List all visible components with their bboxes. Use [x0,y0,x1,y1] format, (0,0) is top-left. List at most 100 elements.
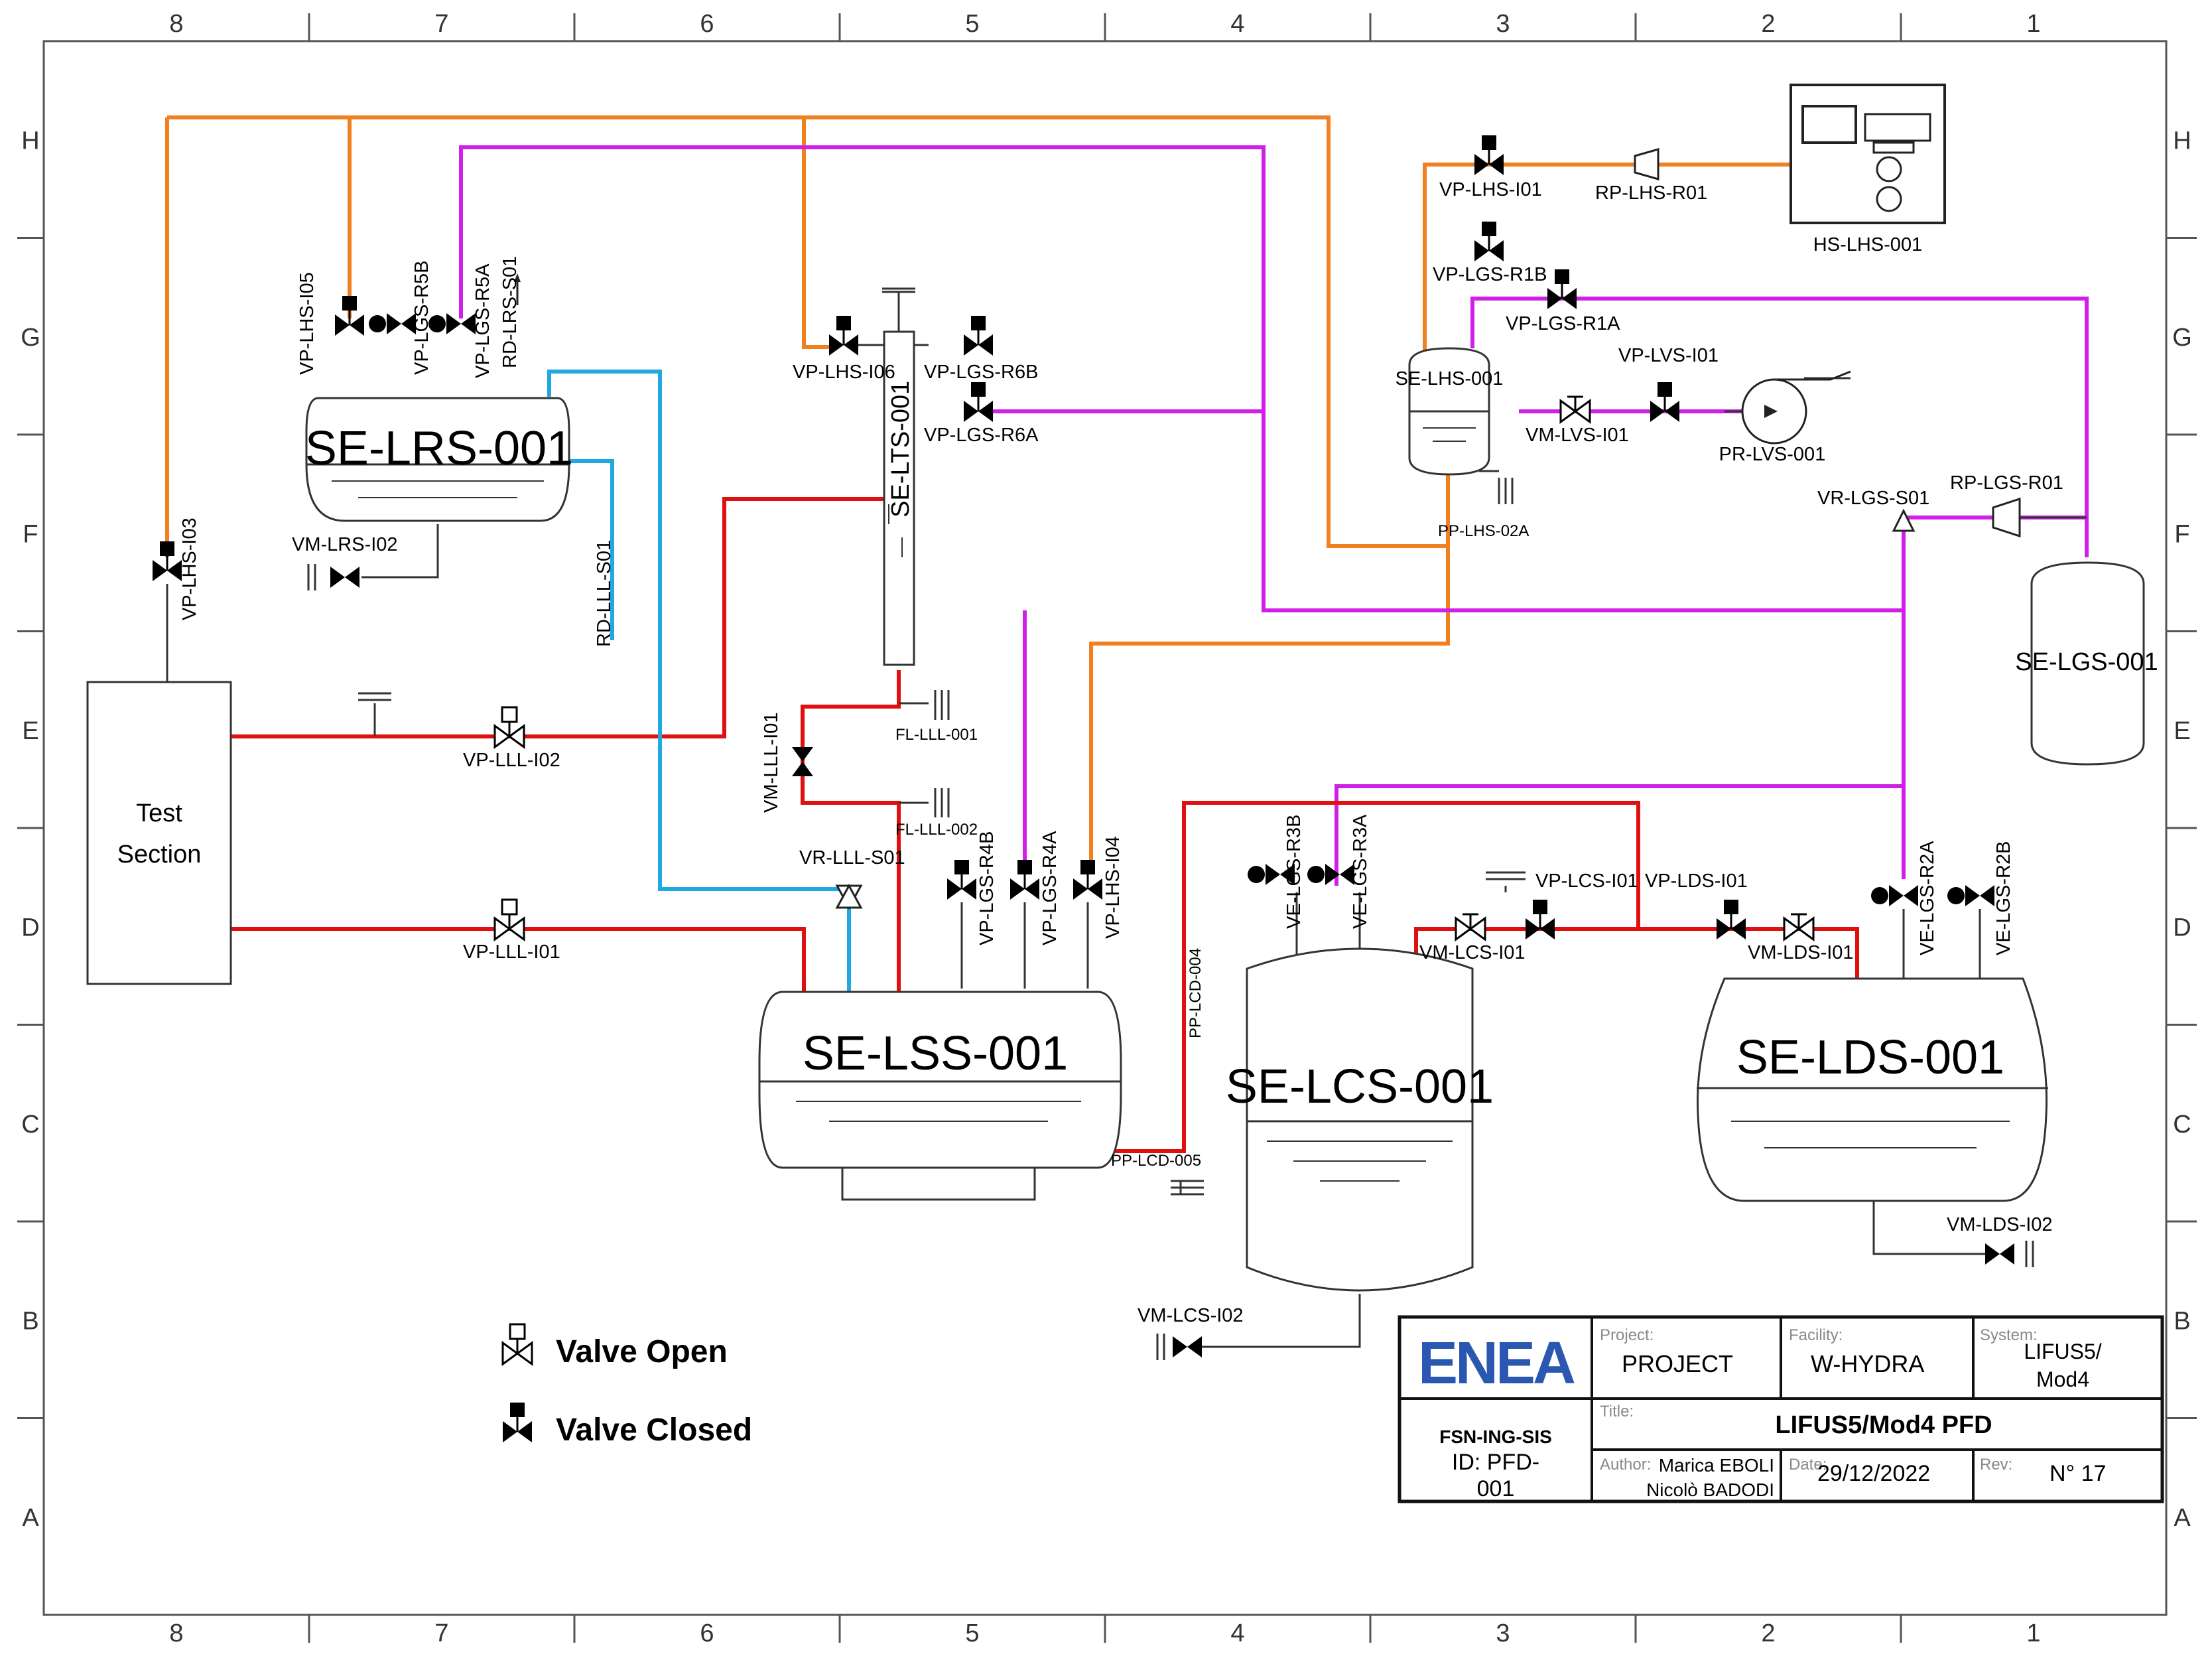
valve-vm-lcs-i02 [1173,1336,1202,1357]
label-vp-lll-i01: VP-LLL-I01 [463,941,560,963]
tb-author-line1: Marica EBOLI [1659,1455,1774,1476]
grid-col-1-top: 1 [2026,10,2040,38]
label-vp-lhs-i05: VP-LHS-I05 [296,272,318,375]
valve-vp-lgs-r4a [1009,859,1041,901]
valve-vp-lgs-r5a [428,313,476,334]
equipment-lcs: SE-LCS-001 [1226,947,1494,1292]
label-vp-lgs-r5b: VP-LGS-R5B [411,261,432,375]
grid-row-C-right: C [2173,1111,2191,1139]
grid-row-B-left: B [22,1307,38,1335]
label-se-lss: SE-LSS-001 [803,1027,1068,1080]
label-vp-lgs-r5a: VP-LGS-R5A [472,263,493,378]
label-se-lgs: SE-LGS-001 [2015,648,2158,676]
label-vp-lgs-r6a: VP-LGS-R6A [924,425,1039,446]
label-vp-lgs-r1a: VP-LGS-R1A [1506,313,1620,334]
label-rd-lll-s01: RD-LLL-S01 [594,540,615,647]
label-pr-lvs: PR-LVS-001 [1719,444,1826,465]
tb-project: PROJECT [1622,1350,1733,1377]
label-vm-lll-i01: VM-LLL-I01 [761,712,782,813]
label-se-lcs: SE-LCS-001 [1226,1060,1494,1113]
enea-logo: ENEA [1418,1330,1575,1397]
valve-vp-lgs-r4b [946,859,978,901]
regulator-rp-lhs [1634,148,1659,180]
tb-project-caption: Project: [1600,1326,1654,1344]
grid-col-3-bottom: 3 [1496,1620,1510,1647]
tb-system-line2: Mod4 [2036,1367,2089,1391]
label-vp-lvs-i01: VP-LVS-I01 [1618,345,1719,366]
grid-row-A-left: A [22,1504,39,1532]
label-ve-lgs-r2b: VE-LGS-R2B [1993,841,2014,955]
tb-system-caption: System: [1980,1326,2038,1344]
grid-col-7-top: 7 [434,10,448,38]
label-vm-lrs-i02: VM-LRS-I02 [292,534,398,555]
grid-row-E-right: E [2174,717,2190,745]
label-rp-lgs-r01: RP-LGS-R01 [1950,472,2063,494]
regulator-rp-lgs [1992,497,2021,538]
valve-vp-lds-i01 [1715,898,1747,941]
grid-row-C-left: C [21,1111,39,1139]
label-ve-lgs-r3b: VE-LGS-R3B [1283,815,1305,929]
label-vp-lll-i02: VP-LLL-I02 [463,750,560,771]
label-fl-lll-002: FL-LLL-002 [895,821,978,839]
label-vp-lhs-i06: VP-LHS-I06 [793,362,895,383]
valve-vp-lgs-r6a [962,381,994,423]
label-vm-lds-i01: VM-LDS-I01 [1748,942,1854,963]
label-vp-lhs-i01: VP-LHS-I01 [1439,179,1542,200]
valve-vm-lds-i02 [1985,1243,2014,1265]
label-vp-lds-i01: VP-LDS-I01 [1645,870,1748,892]
valve-vm-lvs-i01 [1559,395,1591,423]
equipment-lss: SE-LSS-001 [758,991,1122,1201]
label-vp-lcs-i01: VP-LCS-I01 [1535,870,1638,892]
legend-valve-closed: Valve Closed [556,1413,752,1448]
test-section-line1: Test [136,799,182,827]
grid-row-G-left: G [21,324,40,352]
label-pp-lhs-02a: PP-LHS-02A [1438,522,1529,540]
valves [151,134,2021,1357]
label-rp-lhs-r01: RP-LHS-R01 [1595,182,1707,204]
relief-vr-lgs [1892,508,1916,532]
label-vr-lll-s01: VR-LLL-S01 [799,847,905,868]
grid-col-4-top: 4 [1230,10,1244,38]
grid-col-6-bottom: 6 [700,1620,714,1647]
grid-col-7-bottom: 7 [434,1620,448,1647]
tb-title-caption: Title: [1600,1403,1634,1420]
label-vp-lhs-i03: VP-LHS-I03 [179,518,200,620]
valve-vp-lll-i02 [493,706,525,748]
label-vp-lgs-r4b: VP-LGS-R4B [976,831,998,945]
grid-col-8-top: 8 [169,10,183,38]
grid-col-5-top: 5 [965,10,979,38]
grid-row-D-left: D [21,914,39,941]
valve-vp-lhs-i04 [1072,859,1104,901]
label-ve-lgs-r2a: VE-LGS-R2A [1917,841,1938,955]
equipment-hs-lhs: HS-LHS-001 [1789,84,1946,255]
tb-author-line2: Nicolò BADODI [1646,1480,1774,1500]
label-vm-lcs-i01: VM-LCS-I01 [1419,942,1526,963]
valve-vp-lgs-r1a [1546,268,1578,311]
label-fl-lll-001: FL-LLL-001 [895,726,978,744]
instrument-lines [166,291,2087,1348]
tb-rev: N° 17 [2049,1461,2106,1486]
magenta-pipe-network [459,145,2089,886]
valve-ve-lgs-r3a [1307,864,1354,885]
equipment-lgs: SE-LGS-001 [2015,561,2158,766]
grid-col-1-bottom: 1 [2026,1620,2040,1647]
tb-facility: W-HYDRA [1811,1350,1924,1377]
tb-id-line2: 001 [1477,1476,1515,1501]
valve-vm-lds-i01 [1783,913,1815,941]
tb-author-caption: Author: [1600,1456,1651,1474]
valve-vm-lcs-i01 [1455,913,1486,941]
grid-row-B-right: B [2174,1307,2190,1335]
grid-col-8-bottom: 8 [169,1620,183,1647]
label-se-lts: SE-LTS-001 [887,381,915,518]
equipment-lds: SE-LDS-001 [1697,977,2048,1202]
title-block: ENEA Project: PROJECT Facility: W-HYDRA … [1398,1315,2164,1503]
equipment-lts: SE-LTS-001 [883,330,915,666]
valve-vp-lgs-r1b [1473,220,1505,263]
valve-vp-lhs-i05 [334,295,365,337]
grid-col-5-bottom: 5 [965,1620,979,1647]
grid-col-2-top: 2 [1761,10,1775,38]
valve-vp-lhs-i03 [151,540,183,583]
valve-vp-lll-i01 [493,898,525,941]
label-vr-lgs-s01: VR-LGS-S01 [1817,488,1929,509]
